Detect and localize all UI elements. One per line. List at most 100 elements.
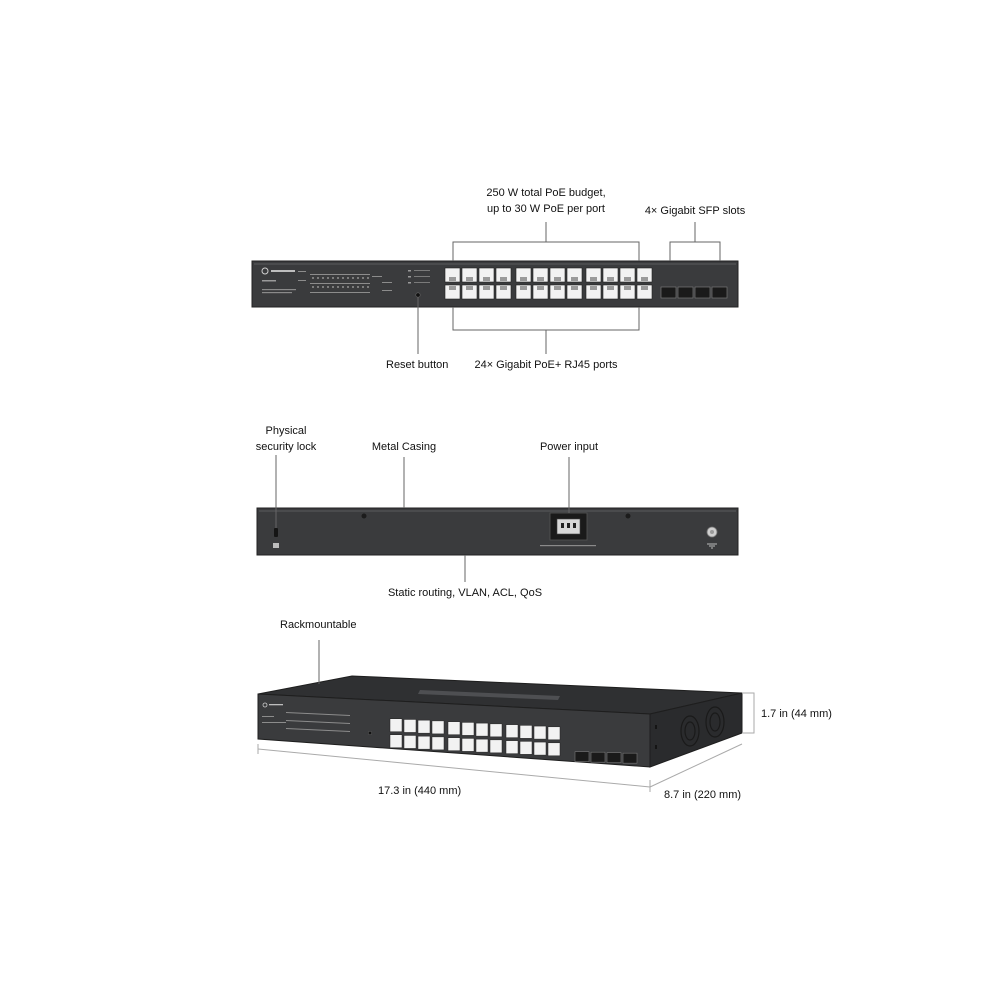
led-dot bbox=[362, 286, 364, 288]
front-view bbox=[251, 260, 739, 308]
status-leds bbox=[408, 270, 430, 284]
front-callouts bbox=[417, 222, 721, 354]
angled-rj45-port-10 bbox=[447, 737, 461, 751]
sfp-slot-4[interactable] bbox=[711, 286, 728, 299]
reset-button-label: Reset button bbox=[386, 359, 449, 371]
angled-rj45-port-17 bbox=[505, 724, 519, 738]
led-dot bbox=[332, 277, 334, 279]
sfp-slot-2[interactable] bbox=[677, 286, 694, 299]
led-dot bbox=[312, 277, 314, 279]
rj45-port-block bbox=[444, 267, 653, 300]
angled-rj45-port-14 bbox=[475, 738, 489, 753]
depth-label: 8.7 in (220 mm) bbox=[664, 789, 742, 801]
led-dot bbox=[352, 286, 354, 288]
led-dot bbox=[367, 286, 369, 288]
metal-casing-label: Metal Casing bbox=[371, 441, 437, 453]
rj45-port-23[interactable] bbox=[636, 267, 653, 283]
rj45-port-16[interactable] bbox=[566, 284, 583, 300]
sfp-bracket bbox=[669, 241, 721, 261]
angled-rj45-port-24 bbox=[547, 742, 561, 757]
led-dot bbox=[347, 277, 349, 279]
angled-rj45-port-13 bbox=[475, 722, 489, 737]
led-dot bbox=[327, 277, 329, 279]
led-dot bbox=[362, 277, 364, 279]
led-dot bbox=[327, 286, 329, 288]
angled-rj45-port-12 bbox=[461, 738, 475, 752]
rj45-port-1[interactable] bbox=[444, 267, 461, 283]
angled-rj45-port-7 bbox=[431, 720, 445, 735]
rj45-port-15[interactable] bbox=[566, 267, 583, 283]
sfp-slot-3[interactable] bbox=[694, 286, 711, 299]
led-dot bbox=[322, 277, 324, 279]
depth-dimension bbox=[649, 743, 743, 788]
led-dot bbox=[347, 286, 349, 288]
led-indicators bbox=[312, 277, 369, 288]
dimension-lines bbox=[257, 640, 755, 792]
angled-sfp-slot-block bbox=[574, 751, 638, 764]
rj45-port-24[interactable] bbox=[636, 284, 653, 300]
angled-rj45-port-1 bbox=[389, 718, 403, 732]
fan-vents bbox=[680, 706, 725, 747]
rj45-port-5[interactable] bbox=[478, 267, 495, 283]
rj45-port-7[interactable] bbox=[495, 267, 512, 283]
rj45-port-9[interactable] bbox=[515, 267, 532, 283]
power-input-label: Power input bbox=[539, 441, 599, 453]
angled-sfp-slot-4 bbox=[622, 752, 638, 764]
rj45-port-20[interactable] bbox=[602, 284, 619, 300]
features-label: Static routing, VLAN, ACL, QoS bbox=[387, 587, 543, 599]
led-dot bbox=[342, 277, 344, 279]
led-dot bbox=[317, 277, 319, 279]
rj45-port-4[interactable] bbox=[461, 284, 478, 300]
sfp-slot-block bbox=[660, 286, 728, 299]
rj45-port-14[interactable] bbox=[549, 284, 566, 300]
angled-rj45-port-18 bbox=[505, 740, 519, 754]
rear-view bbox=[256, 507, 739, 556]
poe-budget-label: 250 W total PoE budget, up to 30 W PoE p… bbox=[486, 187, 606, 215]
angled-rj45-port-4 bbox=[403, 735, 417, 749]
rj45-port-18[interactable] bbox=[585, 284, 602, 300]
rj45-port-6[interactable] bbox=[478, 284, 495, 300]
sfp-slots-label: 4× Gigabit SFP slots bbox=[644, 205, 746, 217]
angled-sfp-slot-1 bbox=[574, 751, 590, 763]
angled-view bbox=[257, 675, 743, 768]
led-dot bbox=[367, 277, 369, 279]
rj45-port-21[interactable] bbox=[619, 267, 636, 283]
width-dimension bbox=[257, 748, 651, 788]
angled-rj45-port-23 bbox=[547, 726, 561, 741]
height-dimension bbox=[742, 692, 755, 734]
rj45-port-8[interactable] bbox=[495, 284, 512, 300]
rj45-port-10[interactable] bbox=[515, 284, 532, 300]
height-label: 1.7 in (44 mm) bbox=[761, 708, 832, 720]
led-dot bbox=[332, 286, 334, 288]
sfp-slot-1[interactable] bbox=[660, 286, 677, 299]
rj45-ports-label: 24× Gigabit PoE+ RJ45 ports bbox=[474, 359, 618, 371]
led-dot bbox=[337, 277, 339, 279]
angled-rj45-port-21 bbox=[533, 725, 547, 740]
width-label: 17.3 in (440 mm) bbox=[378, 785, 462, 797]
led-dot bbox=[312, 286, 314, 288]
rear-chassis bbox=[256, 507, 739, 556]
rj45-bracket bbox=[452, 307, 640, 331]
led-panel bbox=[298, 271, 392, 293]
rj45-port-19[interactable] bbox=[602, 267, 619, 283]
rj45-port-2[interactable] bbox=[444, 284, 461, 300]
angled-rj45-port-5 bbox=[417, 719, 431, 734]
angled-rj45-port-11 bbox=[461, 722, 475, 736]
reset-button-hole[interactable] bbox=[415, 292, 421, 298]
led-dot bbox=[337, 286, 339, 288]
angled-sfp-slot-3 bbox=[606, 752, 622, 763]
angled-rj45-port-15 bbox=[489, 723, 503, 738]
angled-rj45-port-8 bbox=[431, 736, 445, 751]
rj45-port-3[interactable] bbox=[461, 267, 478, 283]
rj45-port-11[interactable] bbox=[532, 267, 549, 283]
rj45-port-22[interactable] bbox=[619, 284, 636, 300]
rear-callouts bbox=[275, 455, 570, 582]
rj45-port-13[interactable] bbox=[549, 267, 566, 283]
rj45-port-17[interactable] bbox=[585, 267, 602, 283]
angled-rj45-port-6 bbox=[417, 735, 431, 750]
led-dot bbox=[357, 277, 359, 279]
angled-rj45-port-9 bbox=[447, 721, 461, 735]
rj45-port-12[interactable] bbox=[532, 284, 549, 300]
angled-sfp-slot-2 bbox=[590, 751, 606, 763]
